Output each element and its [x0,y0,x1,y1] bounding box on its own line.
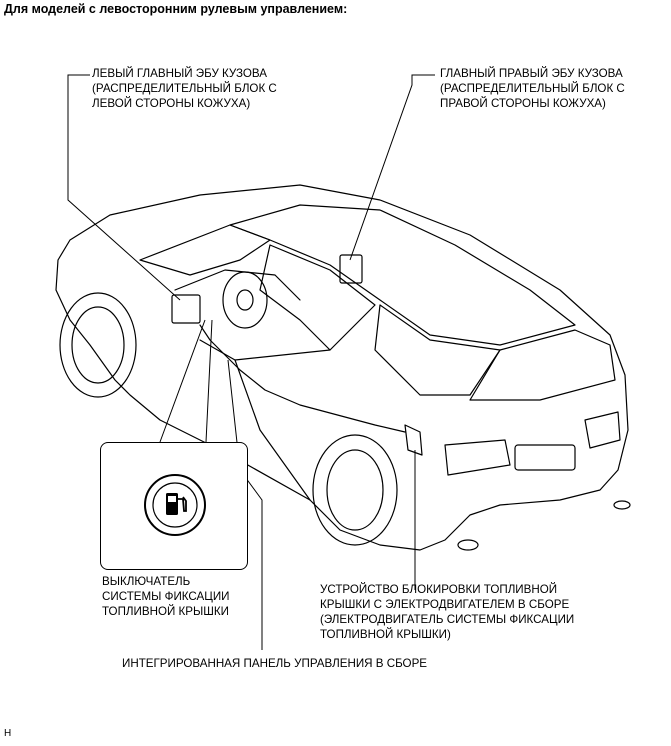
steering-wheel [222,271,268,329]
fuel-pump-icon [144,474,206,536]
car-front-wheel [59,292,137,398]
car-license-plate [514,444,576,471]
label-lock-assembly: УСТРОЙСТВО БЛОКИРОВКИ ТОПЛИВНОЙ КРЫШКИ С… [320,583,575,641]
car-body-outline [55,184,629,551]
fuel-door [404,424,423,456]
label-panel: ИНТЕГРИРОВАННАЯ ПАНЕЛЬ УПРАВЛЕНИЯ В СБОР… [122,657,428,670]
leader-left-ecu [67,74,181,301]
car-rear-wheel [312,434,398,546]
car-tail-light-right [584,411,621,449]
car-door-line [234,359,311,501]
leader-panel [227,359,263,650]
leader-switch-wedge [159,319,213,443]
right-ecu-block [339,254,363,284]
car-tail-light-left [444,439,511,476]
leader-right-ecu [349,74,435,261]
footer-code: H [4,728,12,739]
label-left-ecu: ЛЕВЫЙ ГЛАВНЫЙ ЭБУ КУЗОВА (РАСПРЕДЕЛИТЕЛЬ… [92,67,277,110]
car-rear-window [374,304,501,396]
page-heading: Для моделей с левосторонним рулевым упра… [4,2,348,16]
left-ecu-block [171,294,201,324]
car-roof [229,204,576,346]
car-side-window [259,244,376,351]
switch-callout-box [100,442,248,570]
label-right-ecu: ГЛАВНЫЙ ПРАВЫЙ ЭБУ КУЗОВА (РАСПРЕДЕЛИТЕЛ… [440,67,625,110]
car-trunk [469,329,616,401]
label-switch: ВЫКЛЮЧАТЕЛЬ СИСТЕМЫ ФИКСАЦИИ ТОПЛИВНОЙ К… [102,575,230,618]
car-windshield [139,224,271,276]
